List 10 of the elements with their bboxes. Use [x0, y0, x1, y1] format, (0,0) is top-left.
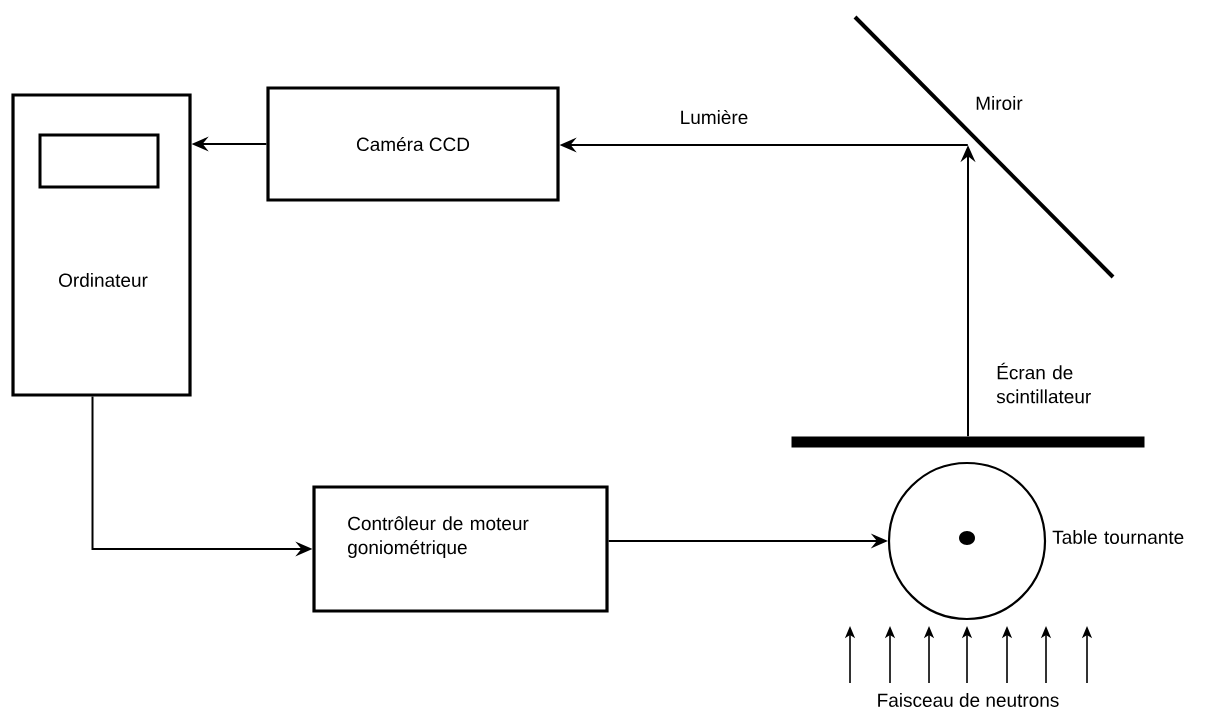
process-box: Contrôleur de moteur goniométrique [312, 485, 609, 613]
node-label: Écran de scintillateur [996, 362, 1091, 404]
beam-label: Faisceau de neutrons [878, 693, 1059, 707]
rotating-table [887, 461, 1047, 621]
process-box: Caméra CCD [266, 86, 560, 202]
scintillator-screen [791, 436, 1145, 448]
mirror: Miroir [853, 15, 1115, 279]
edge-label: Lumière [681, 109, 748, 125]
node-label: Table tournante [1052, 530, 1184, 544]
computer-box: Ordinateur [11, 93, 192, 397]
